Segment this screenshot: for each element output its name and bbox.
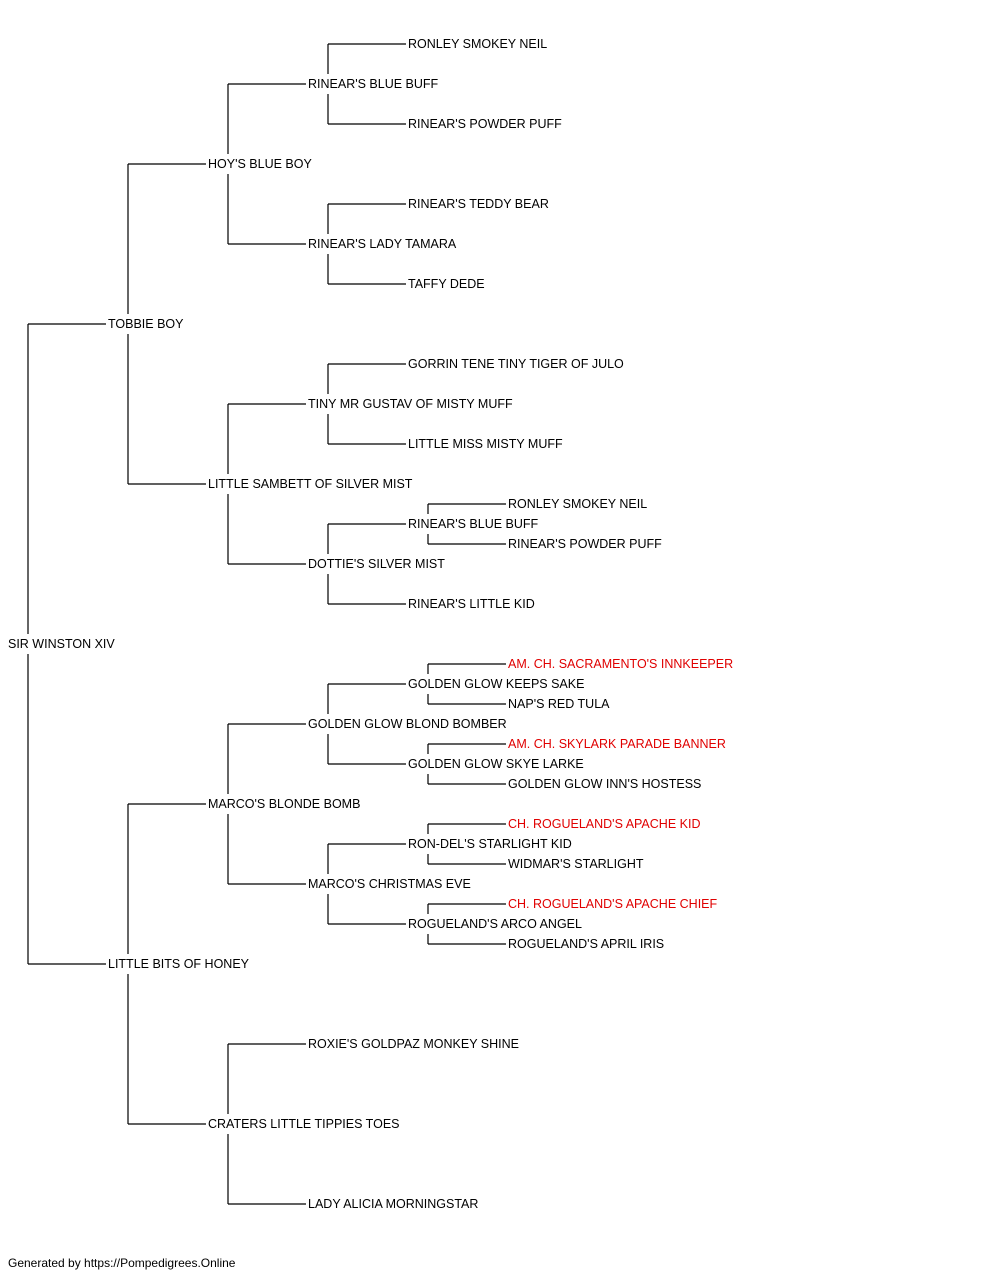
dog-name-root-dam-sire-dam-dam-sire: CH. ROGUELAND'S APACHE CHIEF — [508, 897, 718, 911]
footer-credit: Generated by https://Pompedigrees.Online — [8, 1256, 236, 1270]
dog-name-root-sire-sire-dam: RINEAR'S LADY TAMARA — [308, 237, 457, 251]
dog-name-root-dam-sire: MARCO'S BLONDE BOMB — [208, 797, 360, 811]
dog-name-root-dam-sire-dam-sire: RON-DEL'S STARLIGHT KID — [408, 837, 572, 851]
dog-name-root-dam-sire-sire-sire-sire: AM. CH. SACRAMENTO'S INNKEEPER — [508, 657, 733, 671]
dog-name-root-sire: TOBBIE BOY — [108, 317, 184, 331]
dog-name-root-sire-dam-dam-sire-dam: RINEAR'S POWDER PUFF — [508, 537, 662, 551]
dog-name-root-dam-dam-dam: LADY ALICIA MORNINGSTAR — [308, 1197, 478, 1211]
dog-name-root-sire-dam-dam: DOTTIE'S SILVER MIST — [308, 557, 445, 571]
dog-name-root-sire-dam-sire: TINY MR GUSTAV OF MISTY MUFF — [308, 397, 513, 411]
dog-name-root-dam-sire-dam-dam-dam: ROGUELAND'S APRIL IRIS — [508, 937, 664, 951]
dog-name-root-sire-dam-dam-dam: RINEAR'S LITTLE KID — [408, 597, 535, 611]
dog-name-root: SIR WINSTON XIV — [8, 637, 115, 651]
dog-name-root-dam-dam: CRATERS LITTLE TIPPIES TOES — [208, 1117, 400, 1131]
dog-name-root-dam-sire-sire-dam: GOLDEN GLOW SKYE LARKE — [408, 757, 584, 771]
dog-name-root-sire-sire-dam-dam: TAFFY DEDE — [408, 277, 485, 291]
dog-name-root-dam-sire-dam: MARCO'S CHRISTMAS EVE — [308, 877, 471, 891]
dog-name-root-dam-sire-dam-sire-sire: CH. ROGUELAND'S APACHE KID — [508, 817, 700, 831]
dog-name-root-sire-sire-sire-dam: RINEAR'S POWDER PUFF — [408, 117, 562, 131]
dog-name-root-dam-sire-dam-dam: ROGUELAND'S ARCO ANGEL — [408, 917, 582, 931]
dog-name-root-sire-sire-sire: RINEAR'S BLUE BUFF — [308, 77, 439, 91]
dog-name-root-dam-sire-sire-sire: GOLDEN GLOW KEEPS SAKE — [408, 677, 584, 691]
dog-name-root-dam-sire-sire-sire-dam: NAP'S RED TULA — [508, 697, 610, 711]
dog-name-root-sire-dam-sire-dam: LITTLE MISS MISTY MUFF — [408, 437, 563, 451]
dog-name-root-dam-sire-sire-dam-dam: GOLDEN GLOW INN'S HOSTESS — [508, 777, 701, 791]
dog-name-root-sire-dam: LITTLE SAMBETT OF SILVER MIST — [208, 477, 413, 491]
dog-name-root-sire-sire: HOY'S BLUE BOY — [208, 157, 312, 171]
dog-name-root-dam-sire-sire-dam-sire: AM. CH. SKYLARK PARADE BANNER — [508, 737, 726, 751]
dog-name-root-dam-sire-sire: GOLDEN GLOW BLOND BOMBER — [308, 717, 507, 731]
dog-name-root-sire-dam-sire-sire: GORRIN TENE TINY TIGER OF JULO — [408, 357, 624, 371]
dog-name-root-sire-sire-dam-sire: RINEAR'S TEDDY BEAR — [408, 197, 549, 211]
dog-name-root-sire-dam-dam-sire-sire: RONLEY SMOKEY NEIL — [508, 497, 647, 511]
dog-name-root-dam-sire-dam-sire-dam: WIDMAR'S STARLIGHT — [508, 857, 644, 871]
dog-name-root-sire-sire-sire-sire: RONLEY SMOKEY NEIL — [408, 37, 547, 51]
dog-name-root-dam: LITTLE BITS OF HONEY — [108, 957, 250, 971]
dog-name-root-dam-dam-sire: ROXIE'S GOLDPAZ MONKEY SHINE — [308, 1037, 519, 1051]
dog-name-root-sire-dam-dam-sire: RINEAR'S BLUE BUFF — [408, 517, 539, 531]
